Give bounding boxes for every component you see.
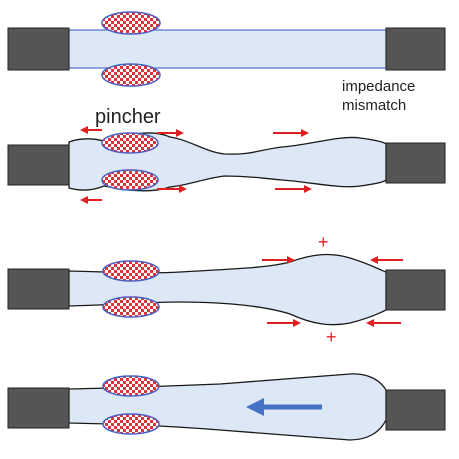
- pincher-bottom: [102, 413, 160, 435]
- left-block: [7, 27, 70, 71]
- right-block: [385, 27, 446, 71]
- right-block: [385, 142, 446, 184]
- pincher-top: [101, 132, 159, 154]
- pincher-bottom: [102, 296, 160, 318]
- pincher-bottom: [101, 63, 161, 87]
- left-block: [7, 268, 70, 310]
- panel-3-bulging-tube: + +: [7, 232, 446, 347]
- left-block: [7, 387, 70, 429]
- pincher-bottom: [101, 169, 159, 191]
- pincher-label: pincher: [95, 106, 161, 128]
- pincher-top: [101, 11, 161, 35]
- pincher-top: [102, 260, 160, 282]
- panel-1-uniform-tube: impedance mismatch: [7, 11, 446, 114]
- reflected-wave-arrow: [246, 398, 322, 416]
- plus-bottom-label: +: [326, 327, 337, 347]
- tube-body: [68, 29, 387, 69]
- impedance-label: impedance: [342, 78, 415, 95]
- panel-4-reflected-wave: [7, 373, 446, 441]
- mismatch-label: mismatch: [342, 97, 406, 114]
- pincher-top: [102, 375, 160, 397]
- plus-top-label: +: [318, 232, 329, 252]
- right-block: [385, 389, 446, 431]
- right-block: [385, 269, 446, 311]
- left-block: [7, 144, 70, 186]
- panel-2-pinched-tube: pincher: [7, 106, 446, 204]
